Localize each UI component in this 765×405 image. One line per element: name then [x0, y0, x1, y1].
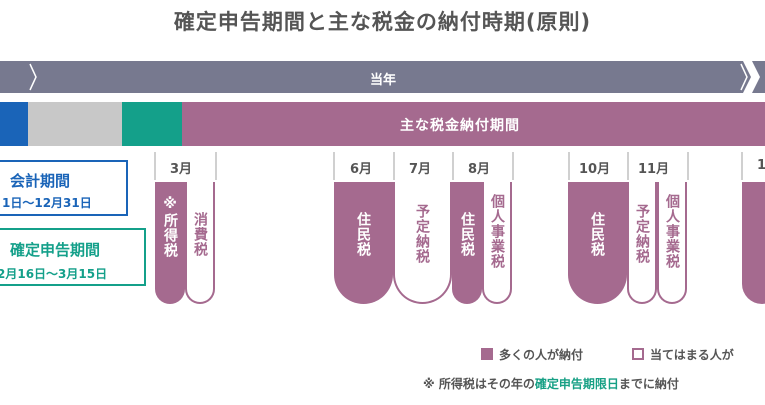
month-label: 8月 — [468, 162, 491, 177]
month-divider — [627, 152, 629, 180]
payment-period-segment — [182, 102, 765, 146]
tax-label: 住民税 — [459, 212, 475, 257]
tax-pill-resident: 住民税 — [452, 182, 482, 304]
month-label: 1 — [757, 158, 765, 173]
month-divider — [741, 152, 743, 180]
tax-label: 住民税 — [589, 212, 605, 257]
tax-pill-partial — [742, 182, 765, 304]
payment-period-label: 主な税金納付期間 — [400, 118, 520, 134]
tax-pill-consumption: 消費税 — [185, 182, 215, 304]
footnote-suffix: までに納付 — [618, 377, 679, 391]
page-title: 確定申告期間と主な税金の納付時期(原則) — [173, 10, 592, 34]
tax-label: 住民税 — [355, 212, 371, 257]
month-label: 3月 — [170, 162, 193, 177]
filing-period-box: 確定申告期間 2月16日～3月15日 — [0, 228, 146, 286]
tax-pill-income: ※所得税 — [155, 182, 185, 304]
legend-outline-swatch — [632, 348, 644, 360]
footnote-prefix: ※ 所得税はその年の — [423, 377, 535, 391]
month-divider — [215, 152, 217, 180]
month-divider — [333, 152, 335, 180]
accounting-period-box: 会計期間 1日～12月31日 — [0, 160, 128, 216]
tax-pill-resident: 住民税 — [568, 182, 627, 304]
footnote-highlight: 確定申告期限日 — [534, 377, 619, 391]
tax-label: 個人事業税 — [489, 194, 505, 269]
chevron-right-icon — [29, 63, 37, 91]
accounting-segment — [0, 102, 28, 146]
tax-pill-business: 個人事業税 — [482, 182, 512, 304]
tax-label: 予定納税 — [634, 204, 650, 264]
month-label: 6月 — [350, 162, 373, 177]
month-label: 10月 — [579, 162, 611, 177]
footnote: ※ 所得税はその年の確定申告期限日までに納付 — [423, 375, 679, 392]
tax-label: 個人事業税 — [664, 194, 680, 269]
tax-pill-estimated: 予定納税 — [627, 182, 657, 304]
filing-segment — [122, 102, 182, 146]
month-divider — [452, 152, 454, 180]
accounting-period-title: 会計期間 — [10, 172, 71, 190]
month-divider — [393, 152, 395, 180]
legend-filled-label: 多くの人が納付 — [499, 348, 584, 362]
tax-pill-business: 個人事業税 — [657, 182, 687, 304]
month-label: 7月 — [409, 162, 432, 177]
month-divider — [687, 152, 689, 180]
year-timeline-bar — [0, 61, 765, 93]
accounting-period-dates: 1日～12月31日 — [2, 196, 92, 210]
month-divider — [154, 152, 156, 180]
filing-period-title: 確定申告期間 — [10, 241, 101, 259]
month-divider — [568, 152, 570, 180]
legend-filled-swatch — [481, 348, 493, 360]
tax-label: ※所得税 — [162, 196, 178, 258]
legend-outline-label: 当てはまる人が — [650, 348, 734, 362]
tax-label: 消費税 — [192, 212, 208, 257]
gap-segment — [28, 102, 122, 146]
month-label: 11月 — [638, 162, 670, 177]
filing-period-dates: 2月16日～3月15日 — [0, 267, 108, 281]
month-divider — [512, 152, 514, 180]
tax-pill-estimated: 予定納税 — [393, 182, 452, 304]
current-year-label: 当年 — [370, 73, 397, 88]
tax-label: 予定納税 — [414, 204, 430, 264]
tax-pill-resident: 住民税 — [334, 182, 393, 304]
chevron-right-icon — [740, 63, 748, 91]
